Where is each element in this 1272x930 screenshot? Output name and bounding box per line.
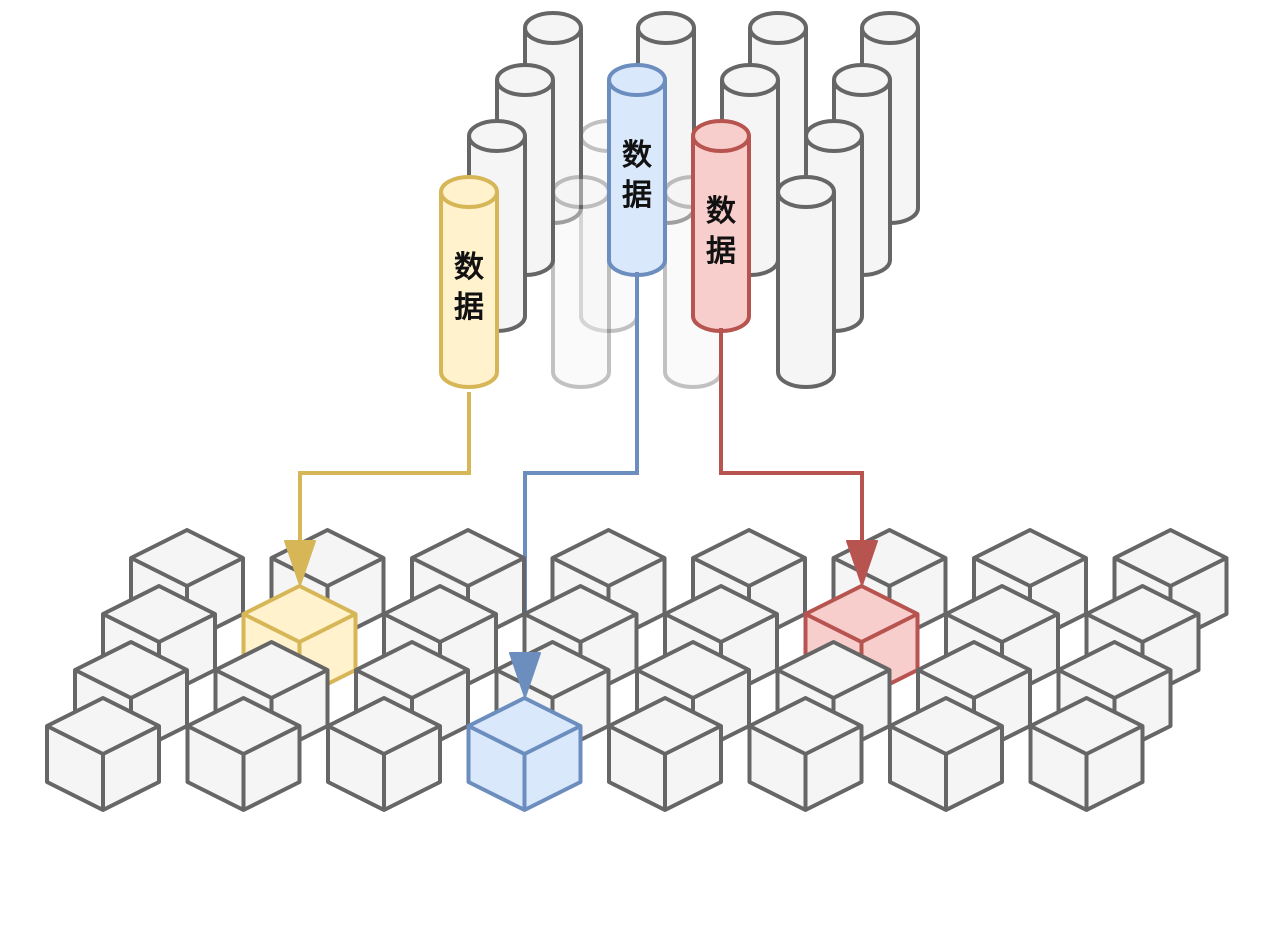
cylinder-body <box>439 192 499 389</box>
cylinder-body <box>551 192 611 389</box>
cylinder-top <box>495 63 555 97</box>
yellow-connector <box>298 392 471 585</box>
cylinder-top <box>523 11 583 45</box>
yellow-connector-head <box>284 540 316 586</box>
connector-arrowheads <box>284 540 878 698</box>
data-label: 数 <box>622 138 653 173</box>
storage-cube <box>607 696 723 812</box>
cylinder-top <box>832 63 892 97</box>
storage-cube <box>326 696 442 812</box>
storage-cube <box>185 696 302 812</box>
red-connector <box>719 328 864 585</box>
cylinder-body <box>776 192 836 389</box>
cylinder-top <box>720 63 780 97</box>
blue-data-cube <box>466 696 583 812</box>
cube-grid <box>45 528 1229 812</box>
cylinder-grid <box>439 11 920 389</box>
storage-cube <box>45 696 161 812</box>
cylinder-top <box>467 119 527 153</box>
cylinder-top <box>804 119 864 153</box>
cylinder-top <box>439 175 499 209</box>
cylinder-top <box>636 11 696 45</box>
data-labels: 数据数据数据 <box>454 138 737 325</box>
yellow-data-cylinder <box>439 175 499 389</box>
storage-cylinder <box>776 175 836 389</box>
storage-cube <box>888 696 1004 812</box>
blue-data-cylinder <box>607 63 667 277</box>
storage-cube <box>747 696 864 812</box>
blue-connector-head <box>509 652 541 698</box>
cylinder-top <box>691 119 751 153</box>
data-label: 据 <box>622 178 652 213</box>
red-connector-head <box>846 540 878 586</box>
cylinder-top <box>860 11 920 45</box>
cylinder-top <box>607 63 667 97</box>
data-label: 数 <box>454 250 485 285</box>
data-label: 据 <box>706 234 736 269</box>
cylinder-top <box>551 175 611 209</box>
cylinder-top <box>748 11 808 45</box>
data-label: 数 <box>706 194 737 229</box>
ghost-cylinder <box>551 175 611 389</box>
storage-cube <box>1028 696 1145 812</box>
data-label: 据 <box>454 290 484 325</box>
cylinder-top <box>776 175 836 209</box>
